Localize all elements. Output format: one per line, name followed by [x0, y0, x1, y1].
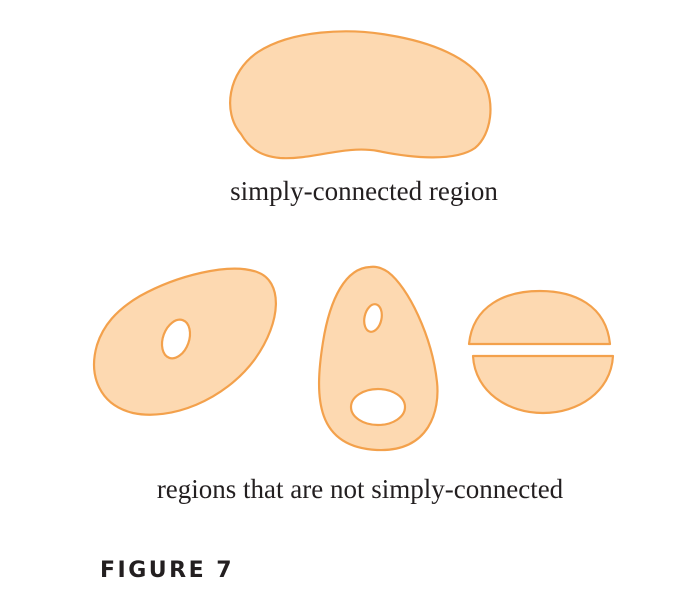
egg-region-large-hole: [349, 387, 407, 427]
simply-connected-caption: simply-connected region: [230, 176, 498, 206]
figure-label: FIGURE 7: [100, 558, 235, 583]
simply-connected-region-shape: [229, 30, 492, 160]
egg-region-small-hole: [363, 303, 383, 333]
egg-with-two-holes-region: [318, 265, 439, 452]
split-disk-upper-half: [467, 289, 612, 346]
not-simply-connected-caption: regions that are not simply-connected: [156, 474, 564, 504]
oval-region-hole: [160, 318, 192, 360]
split-disk-lower-half: [471, 354, 615, 415]
